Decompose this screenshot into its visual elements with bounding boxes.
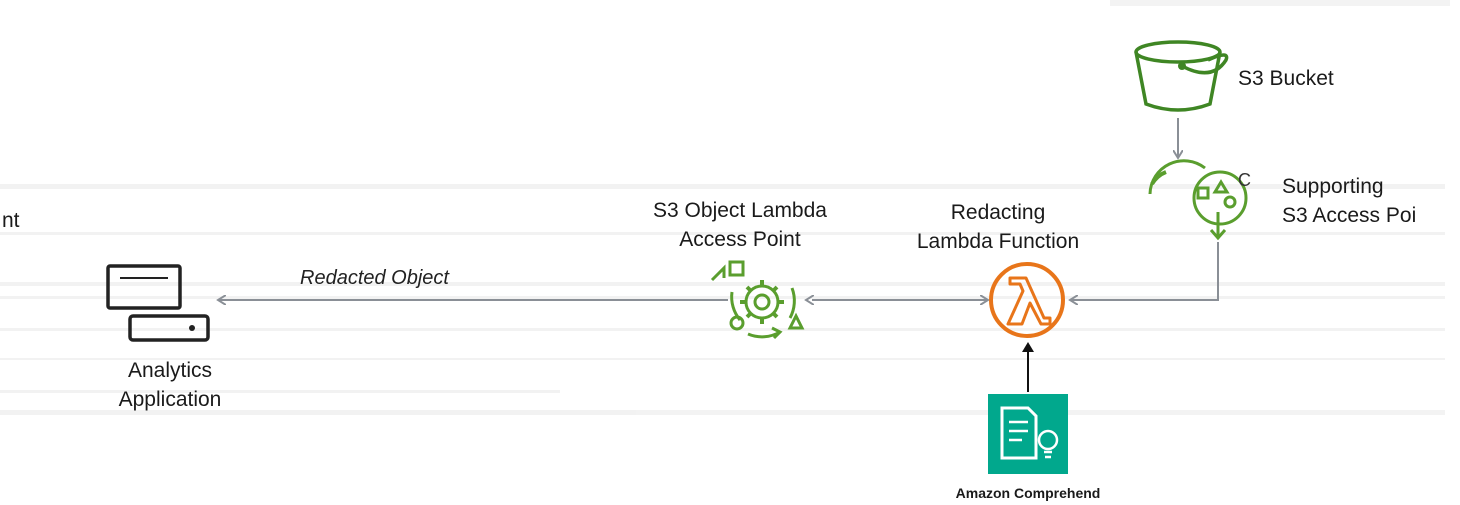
edge-label-redacted-object: Redacted Object <box>300 267 450 289</box>
amazon-comprehend-label: Amazon Comprehend <box>955 485 1101 501</box>
s3-object-lambda-access-point-label: S3 Object Lambda Access Point <box>653 199 827 251</box>
background-artifacts <box>0 0 1450 415</box>
svg-text:C: C <box>1238 170 1251 190</box>
cut-off-label: nt <box>2 209 20 232</box>
supporting-s3-access-point-label: Supporting S3 Access Poi <box>1282 175 1417 227</box>
client-computer-icon <box>106 264 210 342</box>
s3-access-point-icon: C <box>1148 159 1251 241</box>
connectors <box>218 118 1219 300</box>
arrow-supporting-to-lambda <box>1070 242 1219 300</box>
s3-object-lambda-access-point-icon <box>710 260 805 340</box>
redacting-lambda-function-label: Redacting Lambda Function <box>916 201 1080 253</box>
s3-bucket-icon <box>1134 40 1229 112</box>
lambda-function-icon <box>989 262 1065 338</box>
amazon-comprehend-icon <box>988 394 1068 474</box>
analytics-application-label: Analytics Application <box>118 359 222 411</box>
s3-bucket-label: S3 Bucket <box>1238 67 1334 90</box>
